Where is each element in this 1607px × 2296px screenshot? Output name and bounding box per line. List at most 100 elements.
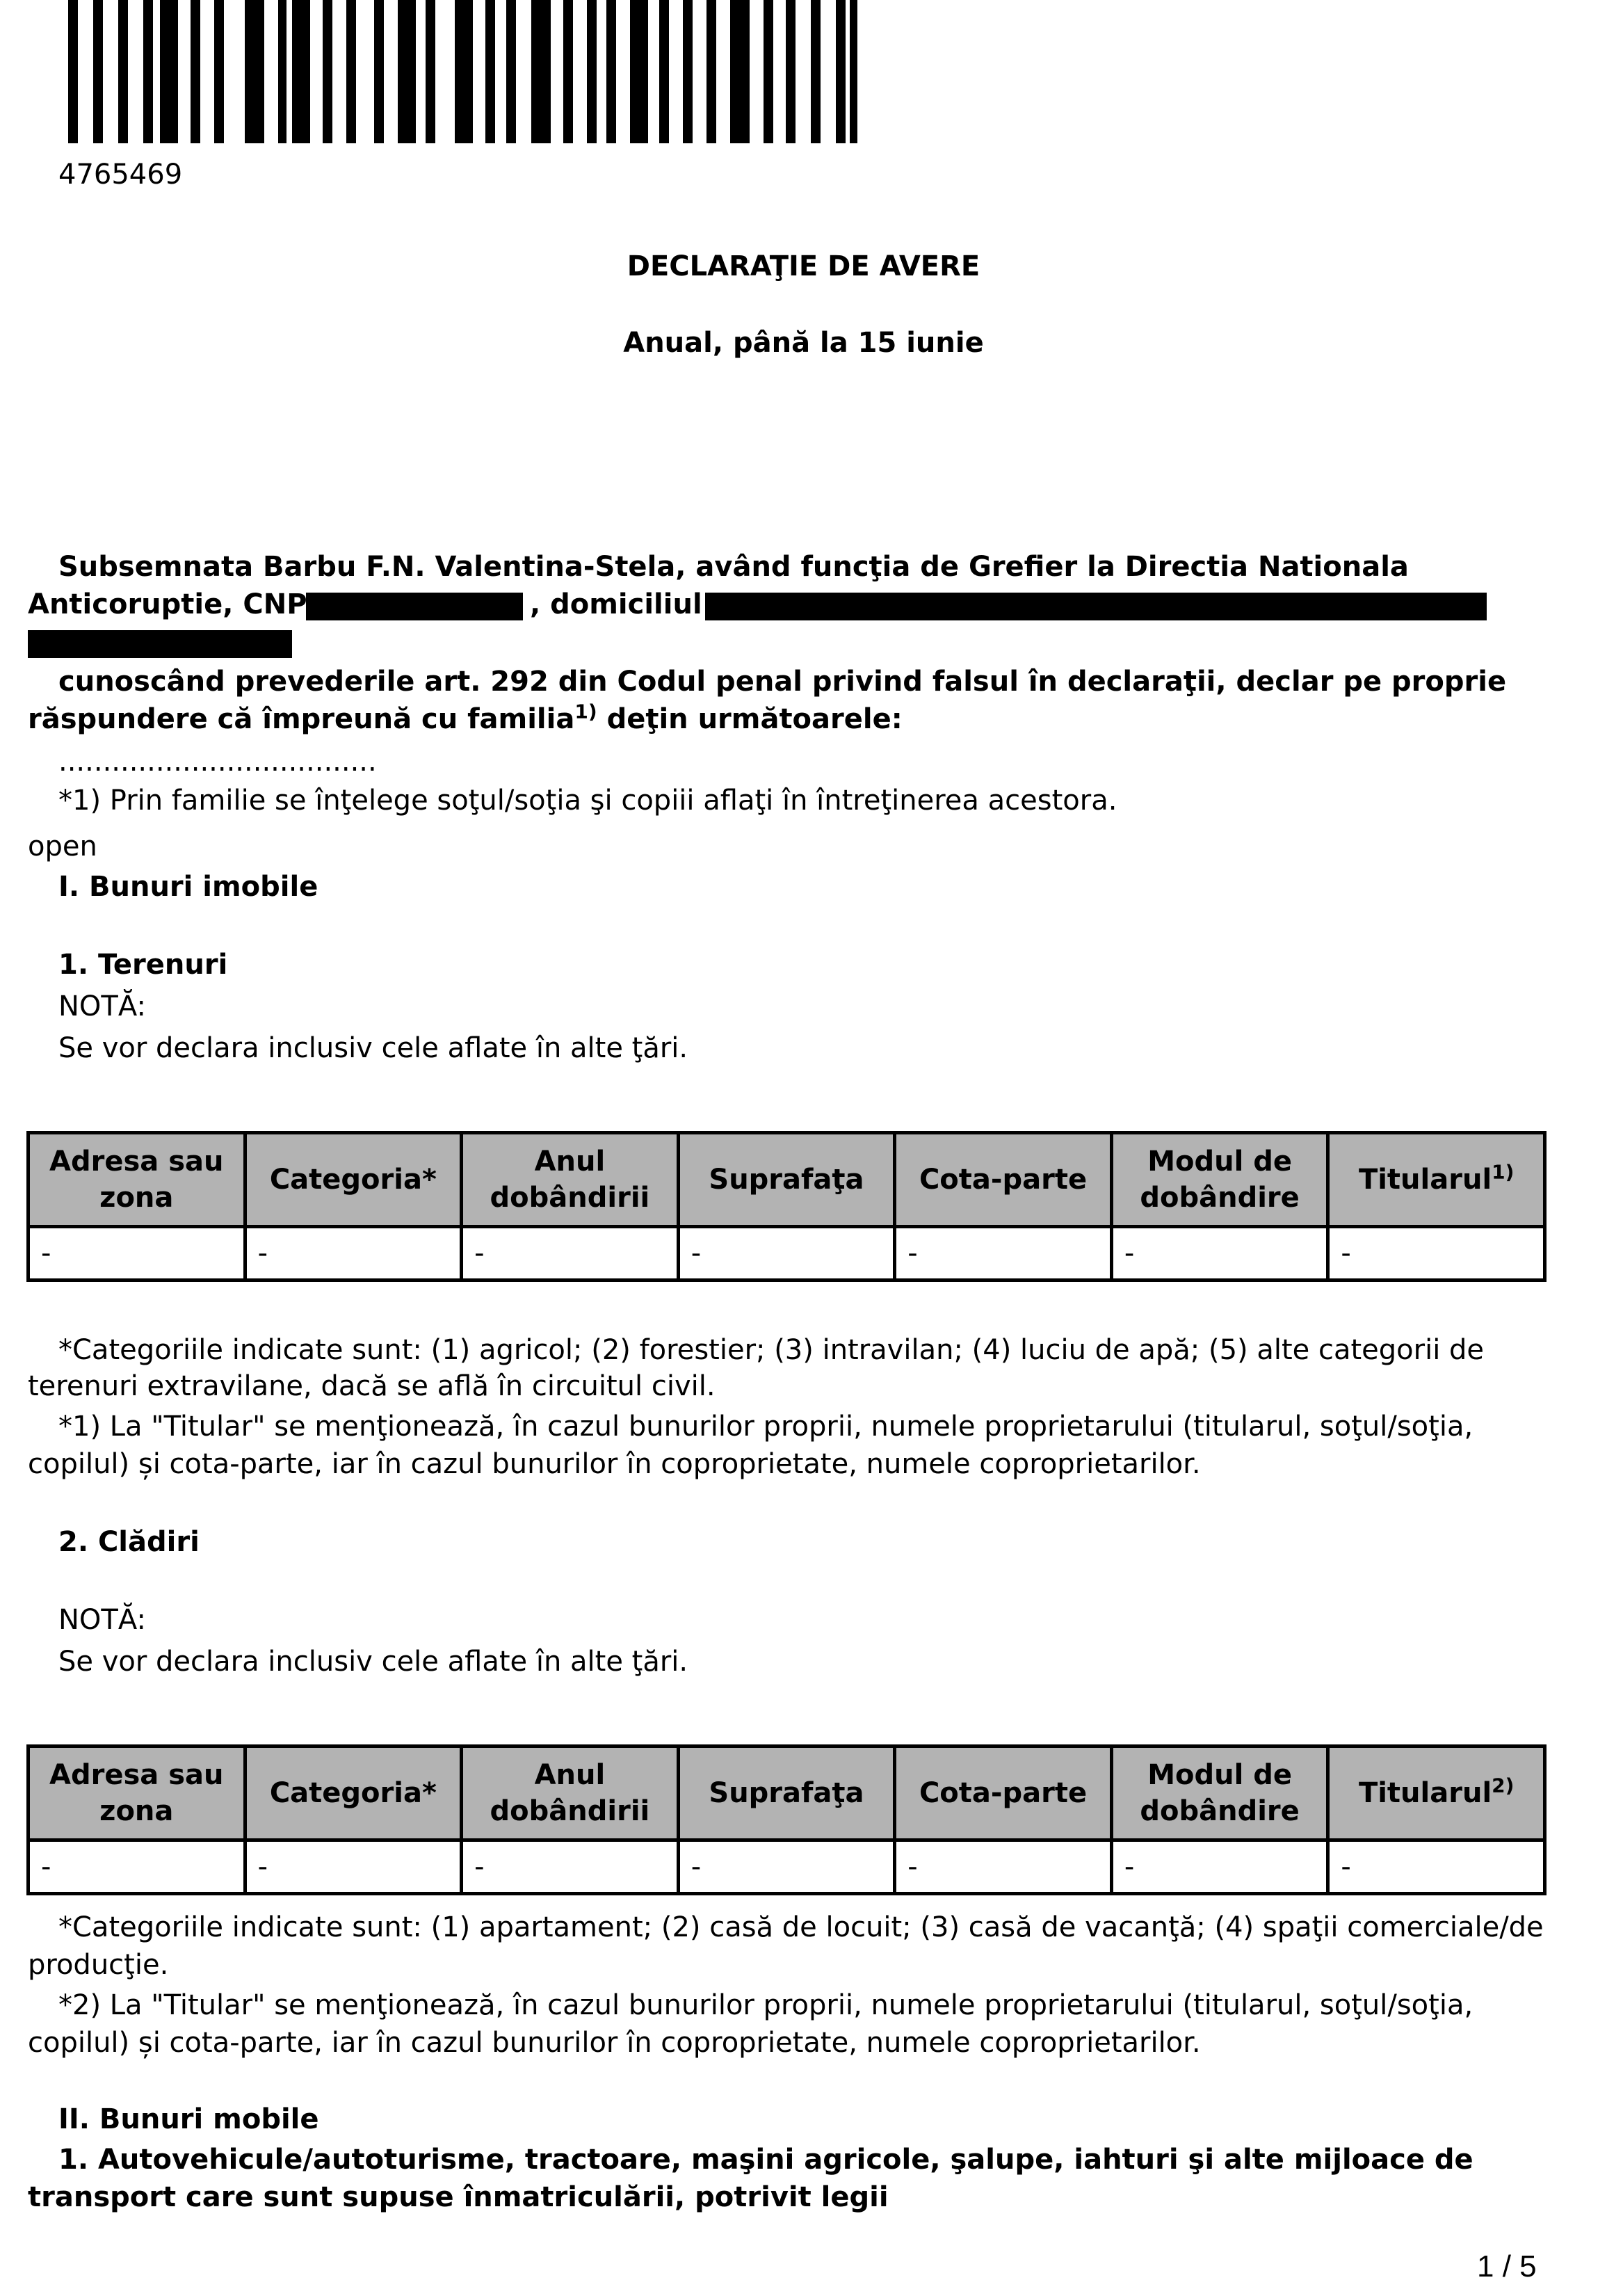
barcode-bar	[245, 0, 264, 143]
column-header: Adresa sau zona	[26, 1744, 247, 1842]
barcode-bar	[563, 0, 573, 143]
column-header: Modul de dobândire	[1109, 1744, 1330, 1842]
table-cell: -	[243, 1225, 464, 1282]
barcode	[68, 0, 857, 143]
barcode-bar	[160, 0, 178, 143]
barcode-bar	[850, 0, 857, 143]
barcode-bar	[68, 0, 78, 143]
table-cell: -	[26, 1225, 247, 1282]
redacted-address-cont	[28, 630, 292, 658]
barcode-bar	[93, 0, 103, 143]
note-label: NOTĂ:	[58, 1604, 146, 1636]
titular-footnote-1: *1) La "Titular" se menţionează, în cazu…	[58, 1411, 1473, 1443]
barcode-bar	[811, 0, 821, 143]
table-cell: -	[893, 1225, 1113, 1282]
barcode-bar	[506, 0, 516, 143]
declaration-line-2b: , domiciliul	[530, 588, 702, 620]
barcode-bar	[786, 0, 796, 143]
table-row: - - - - - - -	[26, 1225, 1547, 1282]
table-cell: -	[893, 1838, 1113, 1895]
barcode-bar	[143, 0, 153, 143]
barcode-bar	[836, 0, 846, 143]
barcode-bar	[374, 0, 384, 143]
column-header: Modul de dobândire	[1109, 1131, 1330, 1228]
table-cell: -	[1109, 1225, 1330, 1282]
declaration-line-2a: Anticoruptie, CNP	[28, 588, 307, 620]
section-1-title: I. Bunuri imobile	[58, 871, 318, 903]
declaration-line-4: răspundere că împreună cu familia1) deţi…	[28, 700, 903, 735]
titular-footnote-1: *2) La "Titular" se menţionează, în cazu…	[58, 1989, 1473, 2021]
barcode-bar	[485, 0, 495, 143]
barcode-bar	[278, 0, 286, 143]
barcode-bar	[455, 0, 473, 143]
table-cell: -	[1326, 1225, 1547, 1282]
column-header: Adresa sau zona	[26, 1131, 247, 1228]
column-header-titular: Titularul2)	[1326, 1744, 1547, 1842]
column-header: Anul dobândirii	[460, 1131, 680, 1228]
titular-footnote-2: copilul) și cota-parte, iar în cazul bun…	[28, 2027, 1201, 2059]
column-header-titular: Titularul1)	[1326, 1131, 1547, 1228]
column-header: Categoria*	[243, 1744, 464, 1842]
table-row: - - - - - - -	[26, 1838, 1547, 1895]
barcode-bar	[292, 0, 310, 143]
column-header: Suprafaţa	[676, 1744, 897, 1842]
barcode-bar	[426, 0, 435, 143]
categories-footnote-1: *Categoriile indicate sunt: (1) agricol;…	[58, 1334, 1485, 1366]
subsection-vehicles-title-2: transport care sunt supuse înmatriculări…	[28, 2181, 889, 2213]
barcode-bar	[606, 0, 616, 143]
subsection-vehicles-title-1: 1. Autovehicule/autoturisme, tractoare, …	[58, 2144, 1473, 2176]
redacted-address	[705, 593, 1487, 620]
barcode-bar	[730, 0, 750, 143]
terenuri-table: Adresa sau zona Categoria* Anul dobândir…	[26, 1131, 1547, 1282]
document-subtitle: Anual, până la 15 iunie	[623, 327, 984, 359]
table-cell: -	[1109, 1838, 1330, 1895]
barcode-bar	[191, 0, 200, 143]
dotted-line: ....................................	[58, 746, 377, 778]
table-cell: -	[460, 1838, 680, 1895]
barcode-bar	[531, 0, 551, 143]
note-label: NOTĂ:	[58, 990, 146, 1022]
column-header: Suprafaţa	[676, 1131, 897, 1228]
table-cell: -	[26, 1838, 247, 1895]
column-header: Anul dobândirii	[460, 1744, 680, 1842]
barcode-bar	[587, 0, 597, 143]
note-text: Se vor declara inclusiv cele aflate în a…	[58, 1646, 688, 1678]
redacted-cnp	[306, 593, 523, 620]
categories-footnote-1: *Categoriile indicate sunt: (1) apartame…	[58, 1911, 1544, 1943]
table-cell: -	[1326, 1838, 1547, 1895]
barcode-bar	[323, 0, 332, 143]
barcode-bar	[118, 0, 128, 143]
document-title: DECLARAŢIE DE AVERE	[627, 250, 980, 282]
cladiri-table: Adresa sau zona Categoria* Anul dobândir…	[26, 1744, 1547, 1895]
column-header: Cota-parte	[893, 1131, 1113, 1228]
barcode-bar	[630, 0, 648, 143]
categories-footnote-2: terenuri extravilane, dacă se află în ci…	[28, 1370, 716, 1402]
column-header: Cota-parte	[893, 1744, 1113, 1842]
barcode-bar	[659, 0, 669, 143]
table-cell: -	[460, 1225, 680, 1282]
declaration-line-3: cunoscând prevederile art. 292 din Codul…	[58, 666, 1507, 698]
categories-footnote-2: producţie.	[28, 1949, 169, 1981]
table-cell: -	[676, 1225, 897, 1282]
table-cell: -	[676, 1838, 897, 1895]
barcode-bar	[683, 0, 693, 143]
table-cell: -	[243, 1838, 464, 1895]
barcode-bar	[706, 0, 716, 143]
declaration-line-1: Subsemnata Barbu F.N. Valentina-Stela, a…	[58, 551, 1409, 583]
table-header-row: Adresa sau zona Categoria* Anul dobândir…	[26, 1131, 1547, 1228]
titular-footnote-2: copilul) și cota-parte, iar în cazul bun…	[28, 1448, 1201, 1480]
subsection-cladiri-title: 2. Clădiri	[58, 1526, 200, 1558]
table-header-row: Adresa sau zona Categoria* Anul dobândir…	[26, 1744, 1547, 1842]
note-text: Se vor declara inclusiv cele aflate în a…	[58, 1032, 688, 1064]
barcode-bar	[764, 0, 773, 143]
column-header: Categoria*	[243, 1131, 464, 1228]
open-label: open	[28, 830, 97, 862]
family-footnote: *1) Prin familie se înţelege soţul/soţia…	[58, 785, 1117, 817]
barcode-bar	[214, 0, 224, 143]
barcode-number: 4765469	[58, 159, 183, 191]
barcode-bar	[398, 0, 416, 143]
barcode-bar	[346, 0, 356, 143]
page-number: 1 / 5	[1477, 2249, 1537, 2283]
section-2-title: II. Bunuri mobile	[58, 2103, 319, 2135]
subsection-terenuri-title: 1. Terenuri	[58, 949, 228, 981]
